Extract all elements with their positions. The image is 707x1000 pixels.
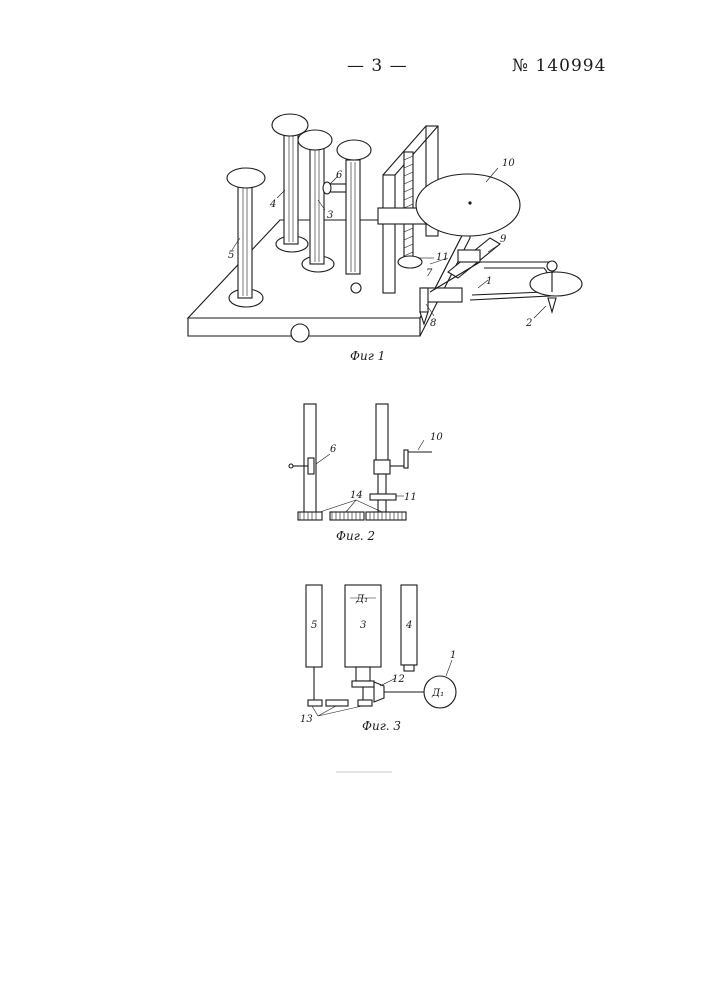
- fig3-label-1: 1: [450, 650, 456, 661]
- fig1-label-5: 5: [228, 250, 234, 261]
- wheel-2: [530, 261, 582, 312]
- fig1-label-1: 1: [486, 276, 492, 287]
- small-knob: [351, 283, 361, 293]
- fig1-label-8: 8: [430, 318, 436, 329]
- fig1-label-11: 11: [436, 252, 449, 263]
- fig2-label-14: 14: [350, 490, 363, 501]
- fig1-label-4: 4: [269, 199, 276, 210]
- fig1-label-7: 7: [426, 268, 433, 279]
- fig3-label-13: 13: [300, 714, 313, 725]
- fig3-caption: Фиг. 3: [362, 719, 401, 733]
- fig2-caption: Фиг. 2: [336, 529, 375, 543]
- fig3-label-d1-top: Д₁: [355, 594, 368, 605]
- disk-10: [416, 174, 520, 236]
- fig1-label-3: 3: [327, 210, 333, 221]
- fig2-label-11: 11: [404, 492, 417, 503]
- fig1-caption: Фиг 1: [350, 349, 385, 363]
- fig1-label-2: 2: [525, 318, 532, 329]
- fig3-label-d1-circle: Д₁: [431, 688, 444, 699]
- figure-3: 5 3 4 Д₁ Д₁ 1 12 13 Фиг. 3: [300, 585, 456, 733]
- fig3-label-4: 4: [405, 620, 412, 631]
- figure-1: 5 4 3 6 10 9 11 7 1 8 2 Фиг 1: [188, 114, 582, 363]
- fig2-label-10: 10: [430, 432, 443, 443]
- fig1-label-6: 6: [336, 170, 343, 181]
- fig1-label-9: 9: [500, 234, 507, 245]
- fig3-label-5: 5: [311, 620, 317, 631]
- figure-2: 6 10 11 14 Фиг. 2: [289, 404, 443, 543]
- knob: [291, 324, 309, 342]
- fig3-label-3: 3: [360, 620, 366, 631]
- fig2-label-6: 6: [330, 444, 337, 455]
- fig3-label-12: 12: [392, 674, 405, 685]
- fig1-label-10: 10: [502, 158, 515, 169]
